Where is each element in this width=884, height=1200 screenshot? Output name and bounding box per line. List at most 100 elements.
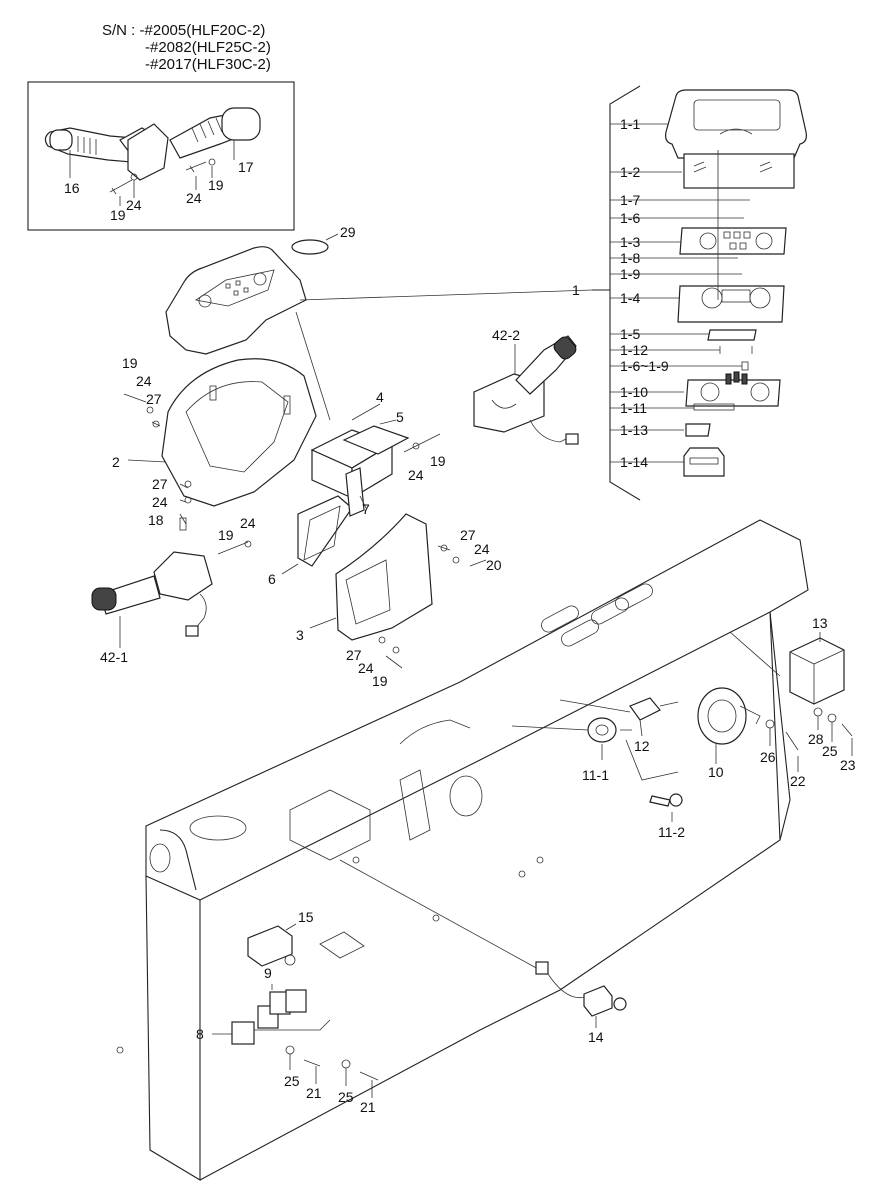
label-27-c: 27 (460, 527, 476, 543)
label-1-12: 1-12 (620, 342, 648, 358)
label-1-8: 1-8 (620, 250, 640, 266)
part-9-relays (250, 984, 331, 1031)
part-1-1-bezel (665, 89, 807, 159)
label-1-9: 1-9 (620, 266, 640, 282)
label-4: 4 (376, 389, 384, 405)
label-2: 2 (112, 454, 120, 470)
label-21-a: 21 (306, 1085, 322, 1101)
label-1-11: 1-11 (620, 400, 647, 416)
upper-dash-cover (165, 246, 593, 355)
label-11-2: 11-2 (658, 824, 685, 840)
label-24-inset-b: 24 (126, 197, 142, 213)
inset-bracket (127, 123, 169, 181)
label-1-1: 1-1 (620, 116, 640, 132)
label-3: 3 (296, 627, 304, 643)
label-26: 26 (760, 749, 776, 765)
part-29-ring (291, 239, 329, 255)
label-15: 15 (298, 909, 314, 925)
part-14-switch (535, 961, 627, 1028)
cluster-column: 1-1 1-2 1-7 1-6 1-3 1-8 1-9 1-4 1-5 1-12… (592, 85, 807, 501)
part-2-lower-shroud (161, 311, 331, 507)
part-11-2-keys (649, 793, 683, 822)
label-25-b: 25 (284, 1073, 300, 1089)
label-11-1: 11-1 (582, 767, 609, 783)
label-42-2: 42-2 (492, 327, 520, 343)
label-1-3: 1-3 (620, 234, 640, 250)
serial-line-2: -#2082(HLF25C-2) (145, 39, 271, 56)
label-18: 18 (148, 512, 164, 528)
label-19-inset-b: 19 (110, 207, 126, 223)
label-1: 1 (572, 282, 580, 298)
label-17: 17 (238, 159, 254, 175)
label-7: 7 (362, 501, 370, 517)
label-19-inset-a: 19 (208, 177, 224, 193)
combination-switch-right (169, 107, 261, 159)
steering-column-brackets (281, 403, 410, 575)
label-13: 13 (812, 615, 828, 631)
label-19-b: 19 (218, 527, 234, 543)
label-1-6-1-9: 1-6~1-9 (620, 358, 669, 374)
serial-line-3: -#2017(HLF30C-2) (145, 56, 271, 73)
label-1-4: 1-4 (620, 290, 640, 306)
label-1-7: 1-7 (620, 192, 640, 208)
label-19-c: 19 (430, 453, 446, 469)
serial-number-note: S/N : -#2005(HLF20C-2) -#2082(HLF25C-2) … (102, 22, 271, 73)
label-42-1: 42-1 (100, 649, 128, 665)
part-42-2-switch (473, 335, 579, 445)
label-25-c: 25 (338, 1089, 354, 1105)
label-19-d: 19 (372, 673, 388, 689)
label-24-c: 24 (240, 515, 256, 531)
part-1-14-case (683, 447, 725, 477)
label-19-a: 19 (122, 355, 138, 371)
label-21-b: 21 (360, 1099, 376, 1115)
label-1-10: 1-10 (620, 384, 648, 400)
label-8: 8 (196, 1026, 204, 1042)
label-24-inset-a: 24 (186, 190, 202, 206)
label-14: 14 (588, 1029, 604, 1045)
label-24-b: 24 (152, 494, 168, 510)
label-24-d: 24 (408, 467, 424, 483)
label-12: 12 (634, 738, 650, 754)
serial-prefix: S/N : (102, 22, 136, 39)
label-27-b: 27 (152, 476, 168, 492)
label-5: 5 (396, 409, 404, 425)
part-3-lower-cover (335, 513, 433, 641)
serial-line-1: -#2005(HLF20C-2) (139, 22, 266, 39)
part-8-flasher (231, 1021, 255, 1045)
label-27-a: 27 (146, 391, 162, 407)
label-1-5: 1-5 (620, 326, 640, 342)
label-16: 16 (64, 180, 80, 196)
label-1-6: 1-6 (620, 210, 640, 226)
part-12-toggle-switch (559, 697, 679, 737)
label-24-f: 24 (358, 660, 374, 676)
label-29: 29 (340, 224, 356, 240)
part-1-3-face-plate (679, 227, 787, 255)
label-27-d: 27 (346, 647, 362, 663)
part-10-horn (697, 687, 761, 764)
label-23: 23 (840, 757, 856, 773)
label-24-e: 24 (474, 541, 490, 557)
part-42-1-switch (91, 551, 213, 648)
label-24-a: 24 (136, 373, 152, 389)
dash-frame (116, 519, 809, 1181)
label-6: 6 (268, 571, 276, 587)
label-10: 10 (708, 764, 724, 780)
part-1-5-plate (707, 329, 757, 341)
label-25-a: 25 (822, 743, 838, 759)
label-1-2: 1-2 (620, 164, 640, 180)
part-13-relay (789, 632, 845, 705)
part-1-4-mask (677, 285, 785, 323)
label-22: 22 (790, 773, 806, 789)
label-20: 20 (486, 557, 502, 573)
part-11-1-ignition-switch (511, 717, 679, 781)
part-1-2-lens (683, 153, 795, 189)
part-1-13-cap (685, 423, 711, 437)
label-28: 28 (808, 731, 824, 747)
inset-variant-box: 16 17 19 24 24 19 (27, 81, 295, 231)
part-1-10-circuit-board (685, 371, 781, 407)
label-1-14: 1-14 (620, 454, 648, 470)
label-1-13: 1-13 (620, 422, 648, 438)
label-9: 9 (264, 965, 272, 981)
part-15-switch (247, 923, 297, 967)
